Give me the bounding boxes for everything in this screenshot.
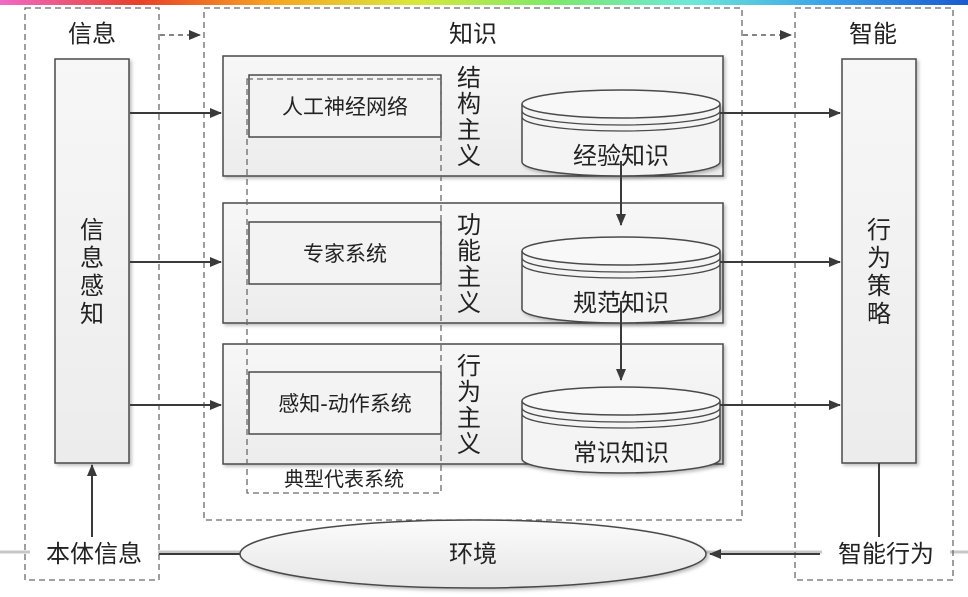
representative-systems-label: 典型代表系统 (284, 467, 404, 491)
knowledge-database-icon (521, 236, 721, 324)
intelligent-behavior-label: 智能行为 (838, 540, 934, 568)
info-perception-label-char: 息 (80, 244, 104, 272)
info-column-title: 信息 (68, 20, 116, 48)
school-label-char: 义 (457, 289, 481, 317)
school-label-char: 行 (457, 352, 481, 380)
school-label-char: 义 (457, 430, 481, 458)
school-label-char: 为 (457, 378, 481, 406)
representative-systems-frame (246, 78, 442, 494)
knowledge-database-icon (521, 89, 721, 177)
behavior-strategy-label-char: 行 (867, 216, 891, 244)
system-box (248, 221, 442, 285)
environment-label: 环境 (449, 540, 497, 568)
knowledge-database-icon (521, 386, 721, 474)
info-perception-box (54, 58, 130, 464)
system-box (248, 371, 442, 435)
knowledge-column-title: 知识 (449, 20, 497, 48)
ontology-info-label: 本体信息 (46, 540, 142, 568)
info-perception-label-char: 感 (80, 272, 104, 300)
school-label-char: 主 (457, 116, 481, 144)
system-label: 人工神经网络 (282, 95, 408, 119)
top-gradient-bar (0, 0, 968, 5)
knowledge-label: 常识知识 (573, 439, 669, 467)
school-row: 专家系统功能主义规范知识 (130, 202, 841, 324)
info-perception-label-char: 信 (80, 216, 104, 244)
behavior-strategy-label-char: 策 (867, 272, 891, 300)
intelligent-behavior-bg (822, 537, 950, 567)
behavior-strategy-box (841, 58, 917, 464)
school-label-char: 功 (457, 211, 481, 239)
school-label-char: 义 (457, 142, 481, 170)
intelligence-column-frame (794, 7, 954, 581)
info-column-frame (24, 7, 160, 581)
school-row: 感知-动作系统行为主义常识知识 (130, 343, 841, 474)
school-label-char: 构 (457, 90, 481, 118)
system-label: 专家系统 (303, 242, 387, 266)
school-row: 人工神经网络结构主义经验知识 (130, 55, 841, 177)
ontology-info-bg (30, 537, 158, 567)
school-label-char: 结 (457, 64, 481, 92)
school-label-char: 主 (457, 263, 481, 291)
behavior-strategy-label-char: 为 (867, 244, 891, 272)
system-box (248, 74, 442, 138)
school-label-char: 能 (457, 237, 481, 265)
environment-ellipse (239, 519, 707, 589)
info-perception-label-char: 知 (80, 300, 104, 328)
knowledge-column-frame (203, 7, 743, 521)
system-label: 感知-动作系统 (278, 392, 412, 416)
school-label-char: 主 (457, 404, 481, 432)
intelligence-column-title: 智能 (849, 20, 897, 48)
behavior-strategy-label-char: 略 (867, 300, 891, 328)
